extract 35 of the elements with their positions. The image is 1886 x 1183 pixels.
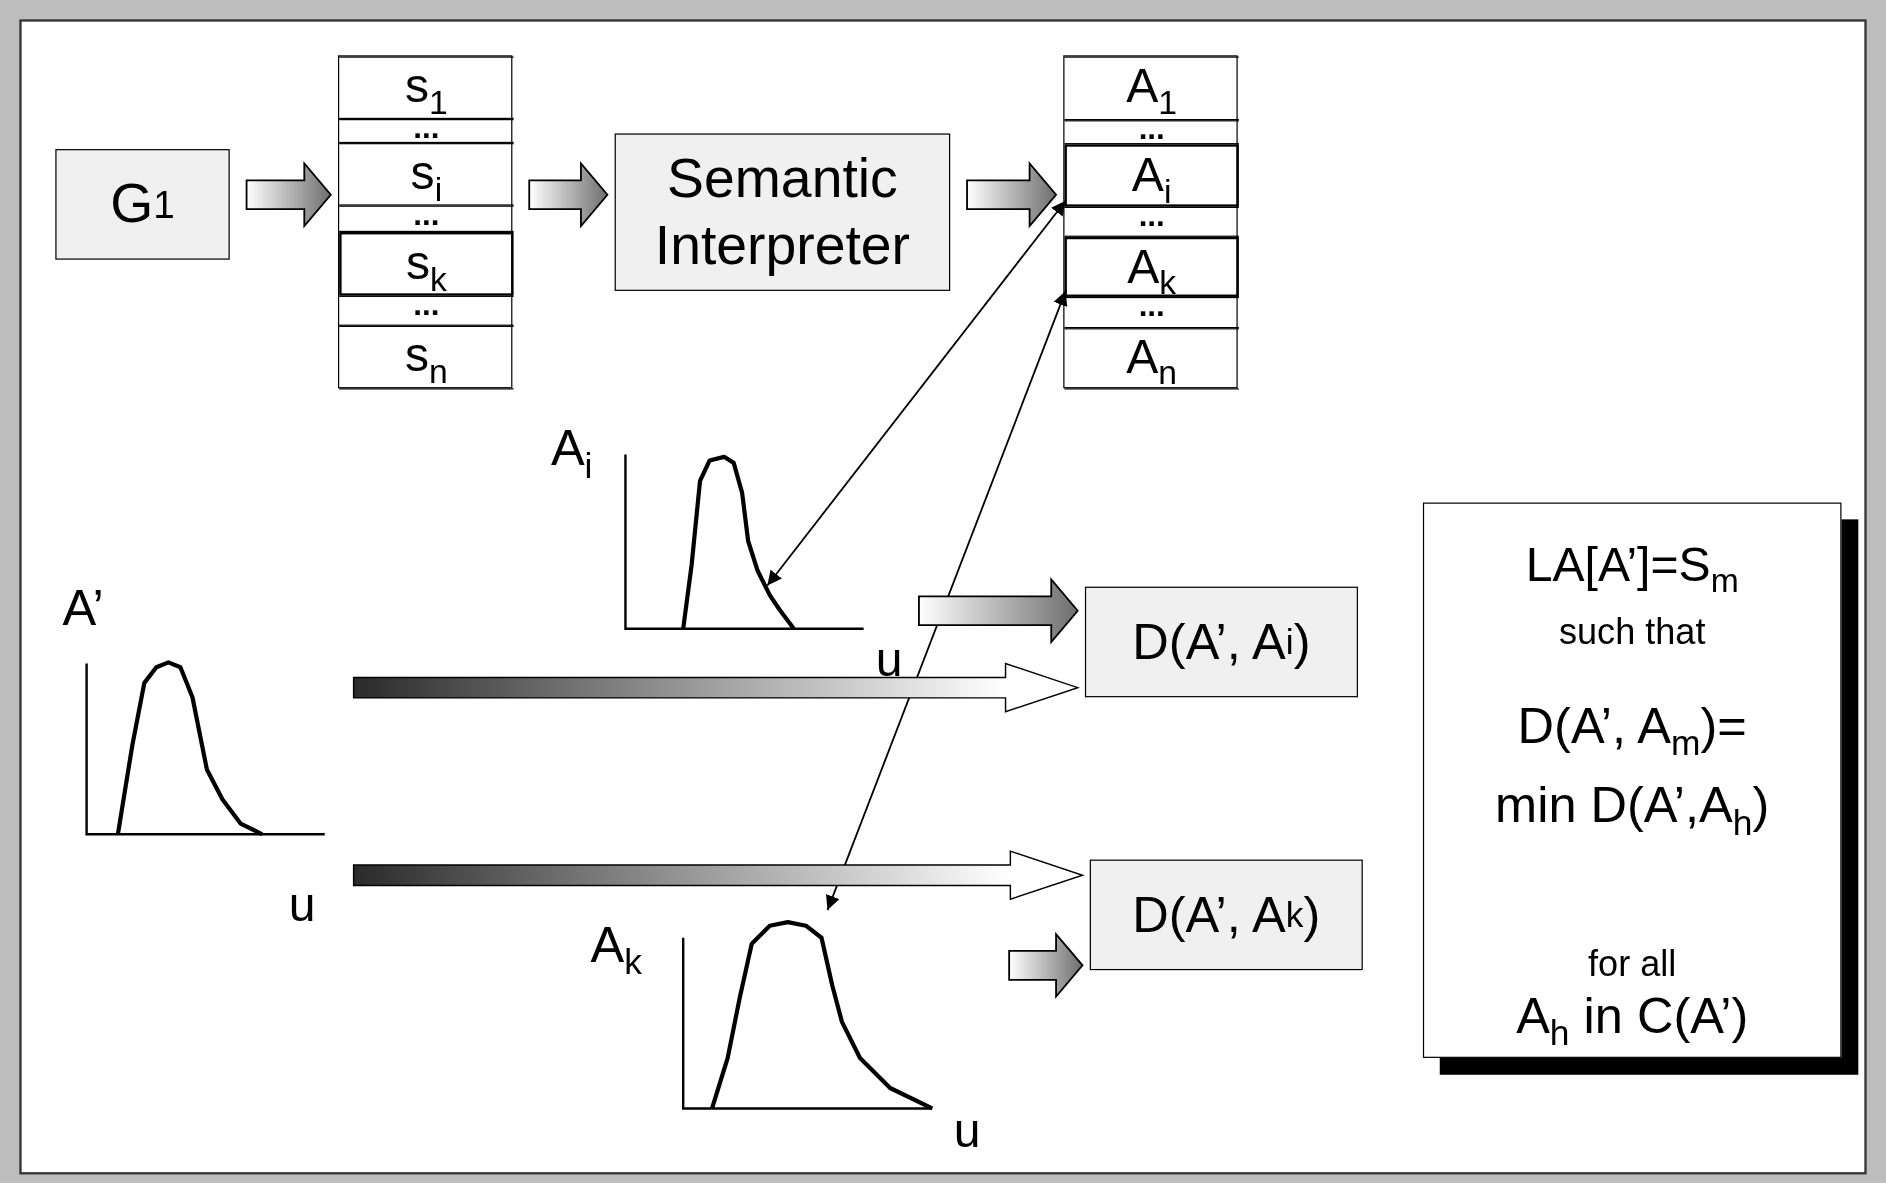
block-arrow [966, 161, 1058, 229]
ellipsis-row: ... [1064, 120, 1239, 145]
list-cell: A$_{k}$ [1064, 236, 1239, 297]
formula-text: LA[A’]=S$_{m}$ [1524, 539, 1740, 599]
list-cell: A$_{n}$ [1064, 328, 1239, 390]
list-cell: s$_{n}$ [339, 325, 514, 390]
ellipsis-row: ... [339, 119, 514, 144]
formula-text: such that [1558, 614, 1707, 651]
gradient-arrow [352, 850, 1085, 901]
list-cell: s$_{i}$ [339, 143, 514, 206]
axis-label: u [953, 1106, 981, 1155]
axis-label: A$_{i}$ [550, 423, 593, 483]
block-arrow [1008, 931, 1084, 1000]
formula-text: D(A’, A$_{m}$)= min D(A’,A$_{h}$) [1494, 696, 1771, 844]
formula-text: A$_{h}$ in C(A’) [1515, 990, 1750, 1051]
block-arrow [528, 161, 609, 229]
block-arrow [245, 161, 332, 229]
list-cell: A$_{1}$ [1064, 56, 1239, 121]
ellipsis-row: ... [339, 295, 514, 326]
ellipsis-row: ... [1064, 206, 1239, 237]
axis-label: u [288, 880, 316, 929]
ellipsis-row: ... [339, 205, 514, 232]
list-stack [338, 55, 513, 389]
axis-label: A’ [62, 583, 104, 634]
list-cell: s$_{1}$ [339, 56, 514, 119]
gradient-arrow [352, 662, 1080, 713]
axis-label: u [875, 634, 903, 683]
formula-text: for all [1587, 946, 1678, 983]
list-cell: A$_{i}$ [1064, 144, 1239, 207]
process-box: Semantic Interpreter [614, 133, 951, 291]
list-cell: s$_{k}$ [339, 232, 514, 296]
axis-label: A$_{k}$ [590, 919, 642, 980]
ellipsis-row: ... [1064, 296, 1239, 329]
node-box [1422, 502, 1842, 1058]
block-arrow [918, 577, 1079, 645]
